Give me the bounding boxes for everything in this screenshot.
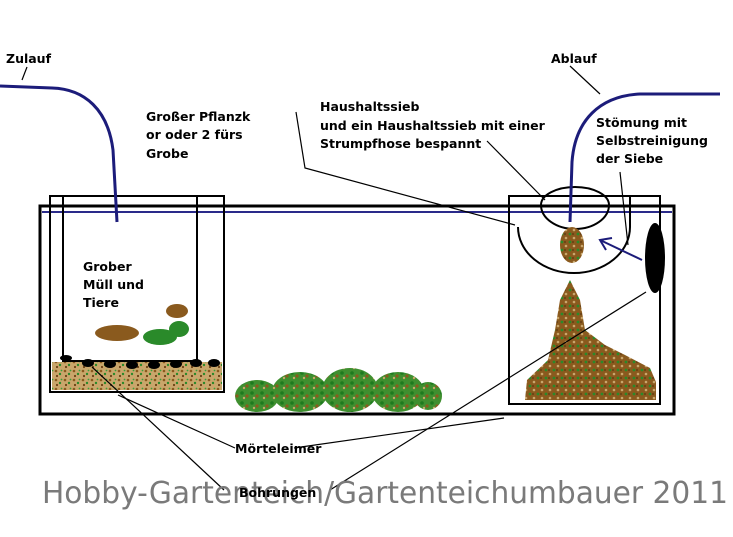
zulauf-pipe [0, 84, 119, 223]
label-pflanzkorb-line2: or oder 2 fürs [146, 127, 243, 142]
pump-device [645, 223, 665, 293]
label-grober-muell-line3: Tiere [83, 295, 119, 310]
label-grober-muell-line2: Müll und [83, 277, 144, 292]
flow-arrow [598, 237, 643, 261]
sieve-sludge [560, 227, 584, 263]
pflanzkorb-bucket [49, 195, 225, 393]
label-stroemung-line2: Selbstreinigung [596, 133, 708, 148]
label-bohrungen: Bohrungen [239, 485, 316, 500]
leader-lines [21, 65, 647, 491]
plant-bed [235, 368, 442, 412]
filter-tank [38, 204, 676, 416]
bucket-sludge [525, 280, 656, 400]
label-haushaltssieb-line1: Haushaltssieb [320, 99, 419, 114]
label-ablauf: Ablauf [551, 51, 597, 66]
moerteleimer-bucket [508, 195, 661, 405]
label-zulauf: Zulauf [6, 51, 52, 66]
coarse-debris [95, 304, 189, 345]
watermark-text: Hobby-Gartenteich/Gartenteichumbauer 201… [42, 476, 728, 511]
label-grober-muell-line1: Grober [83, 259, 132, 274]
haushaltssieb-bowl [517, 186, 631, 274]
label-stroemung-line3: der Siebe [596, 151, 663, 166]
label-stroemung-line1: Stömung mit [596, 115, 687, 130]
ablauf-pipe [568, 92, 720, 223]
label-pflanzkorb-line3: Grobe [146, 146, 188, 161]
label-haushaltssieb-line2: und ein Haushaltssieb mit einer [320, 118, 546, 133]
drill-holes [60, 355, 220, 369]
label-haushaltssieb-line3: Strumpfhose bespannt [320, 136, 481, 151]
label-pflanzkorb-line1: Großer Pflanzk [146, 109, 251, 124]
label-moerteleimer: Mörteleimer [235, 441, 322, 456]
